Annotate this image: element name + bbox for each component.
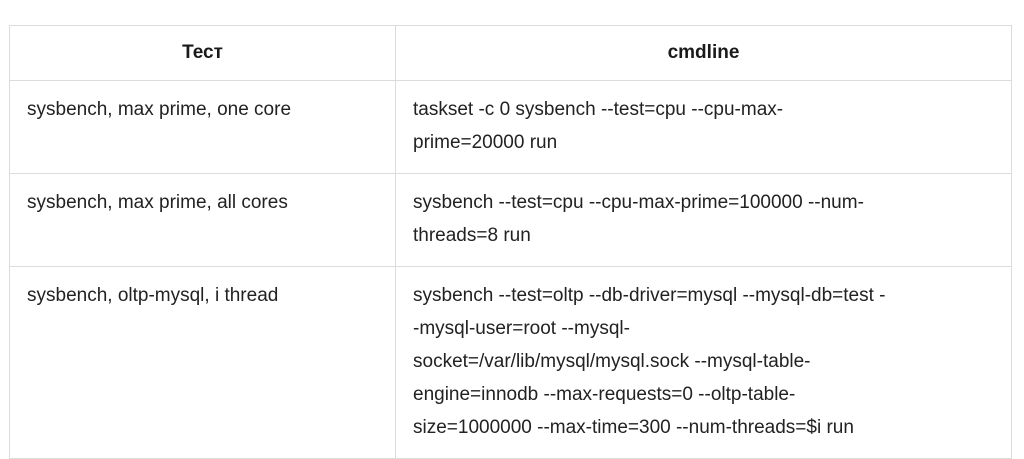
cmdline-line: size=1000000 --max-time=300 --num-thread…: [413, 417, 854, 438]
table-row: sysbench, oltp-mysql, i thread sysbench …: [9, 266, 1012, 459]
table-row: sysbench, max prime, one core taskset -c…: [9, 80, 1012, 174]
cmdline-line: threads=8 run: [413, 225, 531, 246]
table-row: sysbench, max prime, all cores sysbench …: [9, 173, 1012, 267]
column-header-test: Тест: [9, 25, 396, 81]
cmdline-line: sysbench --test=cpu --cpu-max-prime=1000…: [413, 192, 864, 213]
test-name-cell: sysbench, max prime, one core: [9, 80, 396, 174]
cmdline-line: engine=innodb --max-requests=0 --oltp-ta…: [413, 384, 796, 405]
cmdline-cell: taskset -c 0 sysbench --test=cpu --cpu-m…: [395, 80, 1012, 174]
cmdline-line: taskset -c 0 sysbench --test=cpu --cpu-m…: [413, 99, 784, 120]
benchmark-table: Тест cmdline sysbench, max prime, one co…: [9, 25, 1012, 459]
table-header-row: Тест cmdline: [9, 25, 1012, 81]
cmdline-line: socket=/var/lib/mysql/mysql.sock --mysql…: [413, 351, 811, 372]
cmdline-line: prime=20000 run: [413, 132, 558, 153]
test-name-cell: sysbench, max prime, all cores: [9, 173, 396, 267]
cmdline-line: -mysql-user=root --mysql-: [413, 318, 630, 339]
cmdline-line: sysbench --test=oltp --db-driver=mysql -…: [413, 285, 886, 306]
cmdline-cell: sysbench --test=oltp --db-driver=mysql -…: [395, 266, 1012, 459]
test-name-cell: sysbench, oltp-mysql, i thread: [9, 266, 396, 459]
cmdline-cell: sysbench --test=cpu --cpu-max-prime=1000…: [395, 173, 1012, 267]
column-header-cmdline: cmdline: [395, 25, 1012, 81]
